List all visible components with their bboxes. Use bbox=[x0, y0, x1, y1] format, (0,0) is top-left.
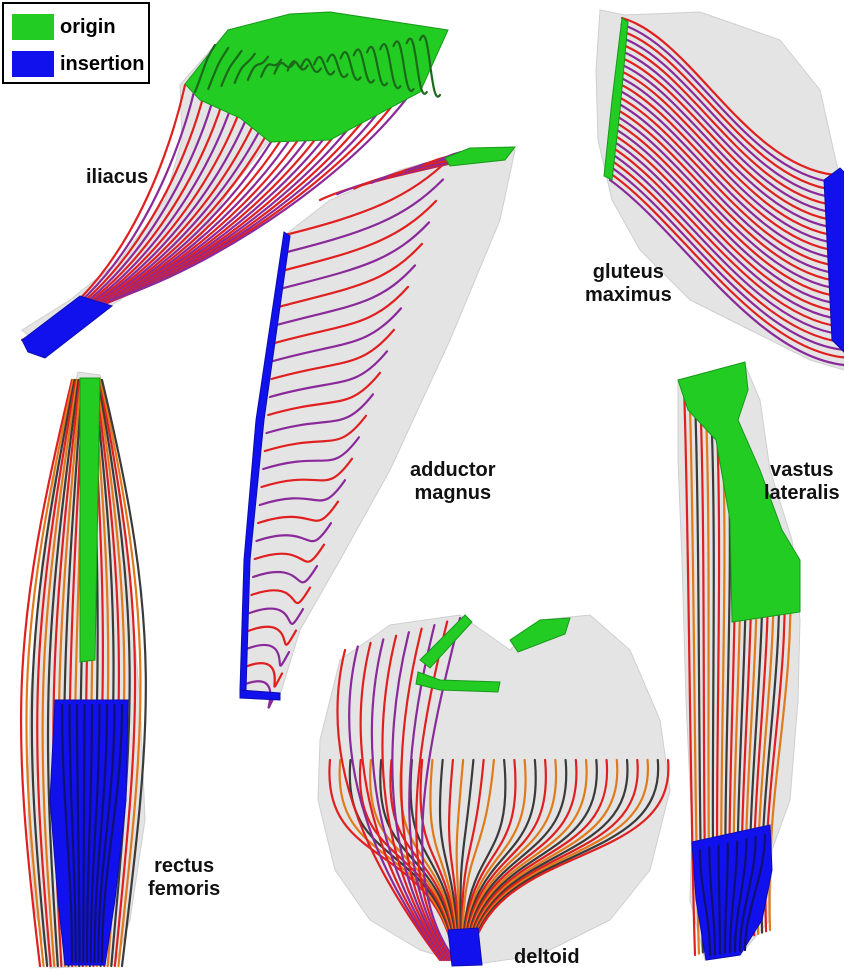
deltoid-model bbox=[318, 615, 670, 966]
origin-swatch bbox=[12, 14, 54, 40]
legend-origin: origin bbox=[12, 13, 116, 41]
deltoid-insertion bbox=[448, 928, 482, 966]
vastus-lateralis-model bbox=[678, 362, 800, 960]
iliacus-label: iliacus bbox=[86, 166, 148, 189]
deltoid-label: deltoid bbox=[514, 946, 580, 969]
insertion-swatch bbox=[12, 51, 54, 77]
adductor-magnus-model bbox=[240, 147, 515, 708]
adductor-surface bbox=[240, 150, 515, 695]
legend-insertion: insertion bbox=[12, 50, 144, 78]
origin-label: origin bbox=[60, 16, 116, 39]
gluteus-maximus-model bbox=[596, 10, 844, 370]
legend: origin insertion bbox=[2, 2, 150, 84]
rectus-femoris-model bbox=[21, 372, 146, 968]
rectus-insertion-fiber bbox=[83, 705, 84, 962]
insertion-label: insertion bbox=[60, 53, 144, 76]
